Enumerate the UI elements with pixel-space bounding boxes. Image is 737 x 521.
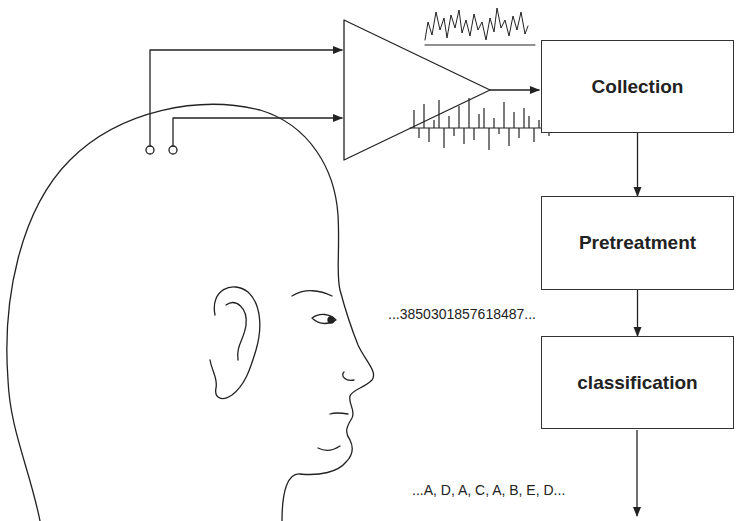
ear (210, 287, 260, 399)
box-label: Pretreatment (579, 232, 696, 254)
process-box: Collection (541, 40, 734, 133)
eyebrow (292, 291, 332, 296)
ear-inner (226, 303, 246, 360)
electrode (169, 146, 177, 154)
process-box: classification (541, 336, 734, 429)
head-outline (7, 104, 374, 521)
raw-waveform (425, 8, 528, 40)
chin (318, 446, 340, 450)
spike-waveform (410, 128, 555, 129)
electrode-wire (173, 118, 342, 146)
box-label: classification (577, 372, 697, 394)
eye (312, 314, 336, 323)
nostril (343, 372, 354, 380)
electrode-wire (150, 50, 342, 146)
flow-arrow (637, 133, 638, 196)
amplifier-symbol (344, 20, 490, 160)
signal-wire (490, 89, 539, 90)
process-box: Pretreatment (541, 196, 734, 290)
signal-label: ...A, D, A, C, A, B, E, D... (410, 482, 567, 498)
signal-label: ...3850301857618487... (386, 306, 538, 322)
electrode (146, 146, 154, 154)
box-label: Collection (592, 76, 684, 98)
mouth (330, 413, 348, 414)
output-arrow (636, 430, 637, 516)
flow-arrow (637, 290, 638, 336)
